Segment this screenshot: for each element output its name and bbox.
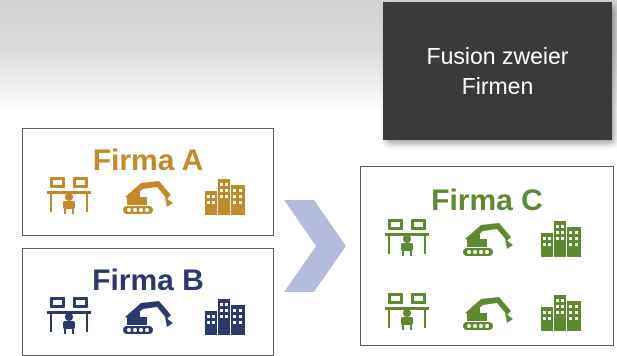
title-line-2: Firmen xyxy=(461,73,534,99)
excavator-icon xyxy=(463,223,513,256)
city-buildings-icon xyxy=(205,299,245,335)
firm-b-title: Firma B xyxy=(92,264,204,297)
firm-c-box: Firma C xyxy=(360,166,614,346)
firm-c-title: Firma C xyxy=(431,184,543,217)
excavator-icon xyxy=(463,297,513,330)
title-box: Fusion zweier Firmen xyxy=(383,2,612,140)
office-workers-icon xyxy=(47,297,91,334)
excavator-icon xyxy=(123,181,173,214)
office-workers-icon xyxy=(47,177,91,214)
excavator-icon xyxy=(123,301,173,334)
firm-a-box: Firma A xyxy=(22,128,274,236)
firm-a-title: Firma A xyxy=(92,144,204,177)
merge-chevron-arrow xyxy=(284,200,346,292)
firm-b-box: Firma B xyxy=(22,248,274,356)
city-buildings-icon xyxy=(205,179,245,215)
city-buildings-icon xyxy=(541,295,581,331)
office-workers-icon xyxy=(385,219,429,256)
office-workers-icon xyxy=(385,293,429,330)
title-line-1: Fusion zweier xyxy=(426,43,569,69)
city-buildings-icon xyxy=(541,221,581,257)
